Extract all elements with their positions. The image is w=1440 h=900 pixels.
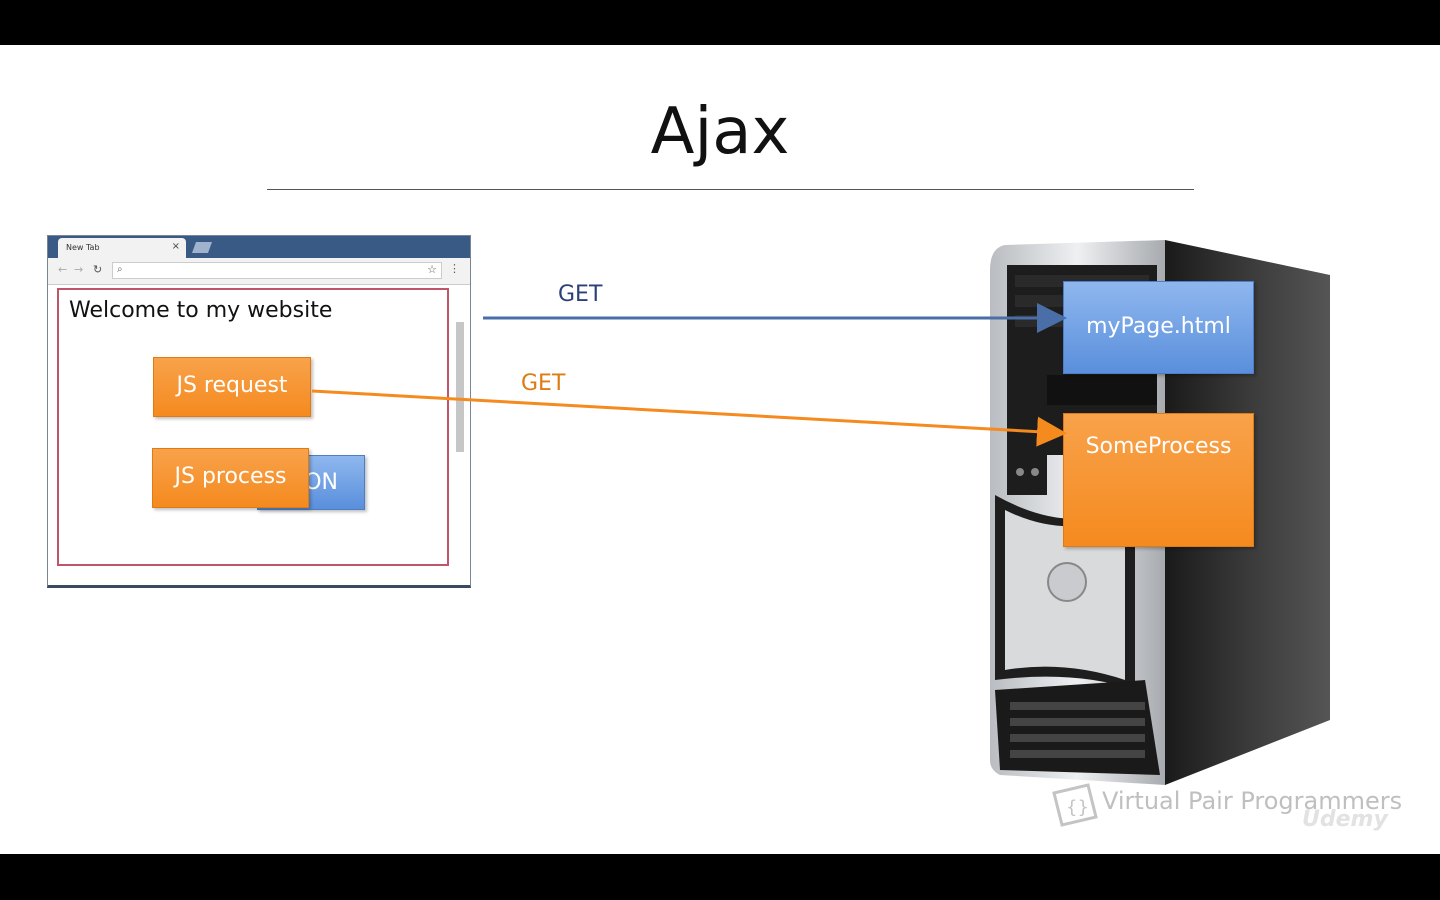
vpp-logo-icon: {} [1052,783,1098,827]
svg-text:{}: {} [1066,797,1089,818]
browser-window: New Tab × ← → ↻ ⌕ ☆ ⋮ Welcome to my webs… [47,235,471,588]
browser-tabstrip: New Tab × [48,236,470,258]
slide: Ajax New Tab × ← → ↻ ⌕ ☆ ⋮ Welcome to my… [0,45,1440,854]
page-content-frame: Welcome to my website [57,288,449,566]
menu-dots-icon[interactable]: ⋮ [449,262,460,275]
forward-arrow-icon[interactable]: → [74,263,84,276]
address-bar[interactable]: ⌕ ☆ [112,262,442,279]
browser-tab[interactable]: New Tab × [58,238,186,258]
arrows-layer [311,303,1067,447]
welcome-text: Welcome to my website [69,298,333,323]
udemy-logo-icon: Udemy [1302,807,1388,832]
slide-title: Ajax [650,95,790,169]
title-divider [267,189,1194,190]
js-request-box: JS request [153,357,311,417]
scrollbar[interactable] [456,322,464,452]
search-icon: ⌕ [117,264,123,275]
get-label-bottom: GET [521,371,566,396]
js-process-box: JS process [152,448,309,508]
browser-toolbar: ← → ↻ ⌕ ☆ ⋮ [48,258,470,285]
someprocess-box: SomeProcess [1063,413,1254,547]
watermark-text: Virtual Pair Programmers [1102,787,1403,815]
tab-label: New Tab [66,243,100,252]
watermark: {} Virtual Pair Programmers Udemy [1052,783,1432,843]
star-icon[interactable]: ☆ [427,263,437,276]
back-arrow-icon[interactable]: ← [58,263,68,276]
get-label-top: GET [558,282,603,307]
reload-icon[interactable]: ↻ [93,263,103,276]
tab-close-icon[interactable]: × [171,241,180,252]
get-arrow-orange [311,389,1067,447]
mypage-box: myPage.html [1063,281,1254,374]
